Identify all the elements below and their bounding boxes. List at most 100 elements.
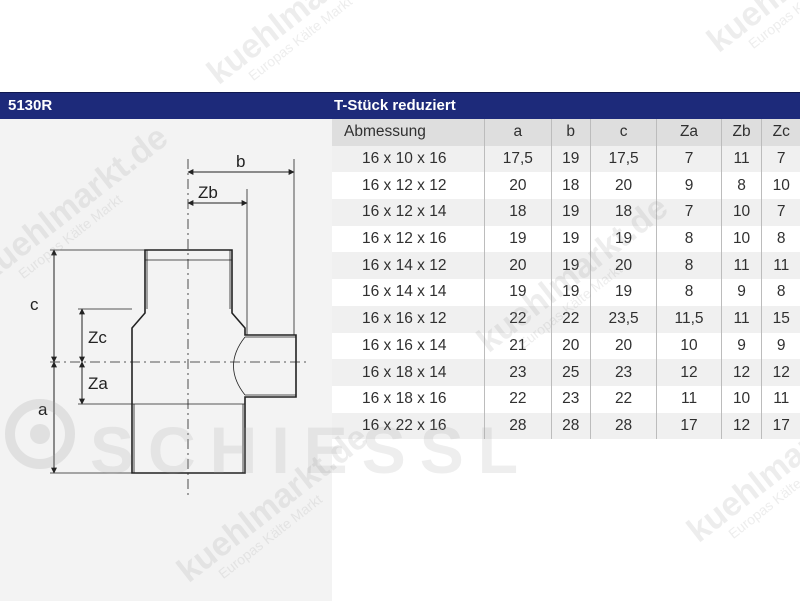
value-cell: 9 <box>720 332 762 360</box>
header-cell: a <box>484 119 552 146</box>
value-cell: 11 <box>720 252 762 280</box>
value-cell: 28 <box>589 412 657 440</box>
value-cell: 20 <box>484 172 552 200</box>
value-cell: 19 <box>484 279 552 306</box>
value-cell: 9 <box>656 172 722 200</box>
value-cell: 8 <box>761 225 800 253</box>
value-cell: 19 <box>589 279 657 306</box>
dimension-cell: 16 x 16 x 12 <box>332 305 485 333</box>
value-cell: 15 <box>761 305 800 333</box>
technical-drawing-panel: b Zb c Zc Za a <box>0 119 332 601</box>
value-cell: 10 <box>720 199 762 226</box>
value-cell: 12 <box>720 412 762 440</box>
value-cell: 19 <box>550 225 591 253</box>
product-title: T-Stück reduziert <box>334 97 456 114</box>
value-cell: 22 <box>550 305 591 333</box>
header-cell: Abmessung <box>332 119 485 146</box>
value-cell: 23,5 <box>589 305 657 333</box>
value-cell: 7 <box>761 199 800 226</box>
header-cell: b <box>550 119 591 146</box>
dimension-cell: 16 x 12 x 14 <box>332 199 485 226</box>
value-cell: 22 <box>484 305 552 333</box>
value-cell: 8 <box>761 279 800 306</box>
value-cell: 11 <box>720 305 762 333</box>
header-cell: Zc <box>761 119 800 146</box>
value-cell: 20 <box>589 252 657 280</box>
value-cell: 8 <box>656 252 722 280</box>
value-cell: 18 <box>550 172 591 200</box>
value-cell: 20 <box>589 172 657 200</box>
value-cell: 12 <box>720 359 762 386</box>
dimension-cell: 16 x 18 x 16 <box>332 385 485 413</box>
value-cell: 11,5 <box>656 305 722 333</box>
value-cell: 19 <box>589 225 657 253</box>
value-cell: 23 <box>589 359 657 386</box>
value-cell: 17,5 <box>589 145 657 173</box>
value-cell: 17,5 <box>484 145 552 173</box>
label-c: c <box>30 295 39 314</box>
dimension-cell: 16 x 12 x 12 <box>332 172 485 200</box>
header-cell: Zb <box>720 119 762 146</box>
tee-fitting-drawing: b Zb c Zc Za a <box>30 152 306 497</box>
dimension-cell: 16 x 22 x 16 <box>332 412 485 440</box>
value-cell: 18 <box>589 199 657 226</box>
value-cell: 17 <box>761 412 800 440</box>
product-code: 5130R <box>8 97 53 114</box>
value-cell: 10 <box>720 225 762 253</box>
value-cell: 8 <box>656 279 722 306</box>
value-cell: 7 <box>761 145 800 173</box>
value-cell: 8 <box>656 225 722 253</box>
dimension-cell: 16 x 14 x 14 <box>332 279 485 306</box>
value-cell: 11 <box>656 385 722 413</box>
label-zc: Zc <box>88 328 107 347</box>
header-bar: 5130R T-Stück reduziert <box>0 92 800 120</box>
value-cell: 21 <box>484 332 552 360</box>
dimension-cell: 16 x 18 x 14 <box>332 359 485 386</box>
value-cell: 22 <box>589 385 657 413</box>
value-cell: 23 <box>484 359 552 386</box>
label-zb: Zb <box>198 183 218 202</box>
label-a: a <box>38 400 48 419</box>
value-cell: 7 <box>656 145 722 173</box>
dimension-cell: 16 x 10 x 16 <box>332 145 485 173</box>
value-cell: 10 <box>656 332 722 360</box>
value-cell: 22 <box>484 385 552 413</box>
label-za: Za <box>88 374 108 393</box>
dimension-cell: 16 x 16 x 14 <box>332 332 485 360</box>
label-b: b <box>236 152 245 171</box>
table-header-row: Abmessung a b c Za Zb Zc <box>332 119 800 146</box>
dimension-cell: 16 x 14 x 12 <box>332 252 485 280</box>
value-cell: 19 <box>550 199 591 226</box>
value-cell: 25 <box>550 359 591 386</box>
value-cell: 11 <box>761 252 800 280</box>
tee-body-outline <box>131 249 297 474</box>
value-cell: 8 <box>720 172 762 200</box>
header-cell: c <box>589 119 657 146</box>
value-cell: 20 <box>550 332 591 360</box>
header-cell: Za <box>656 119 722 146</box>
value-cell: 7 <box>656 199 722 226</box>
value-cell: 28 <box>550 412 591 440</box>
value-cell: 19 <box>550 252 591 280</box>
value-cell: 28 <box>484 412 552 440</box>
value-cell: 19 <box>484 225 552 253</box>
value-cell: 9 <box>720 279 762 306</box>
dimension-cell: 16 x 12 x 16 <box>332 225 485 253</box>
value-cell: 19 <box>550 279 591 306</box>
value-cell: 20 <box>484 252 552 280</box>
value-cell: 18 <box>484 199 552 226</box>
value-cell: 17 <box>656 412 722 440</box>
